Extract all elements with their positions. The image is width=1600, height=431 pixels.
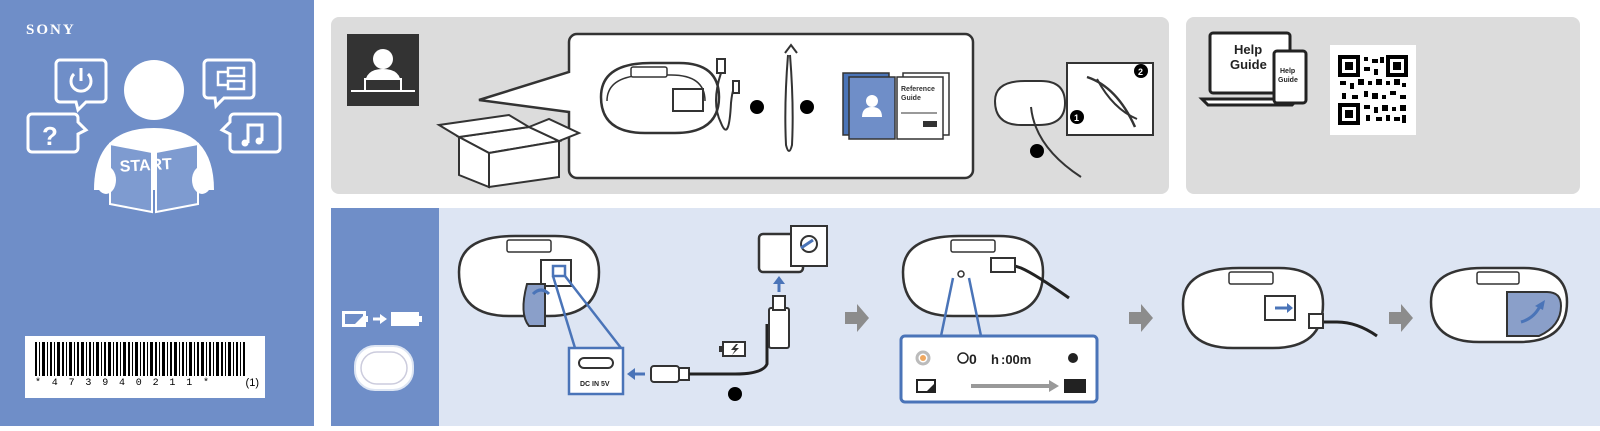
strap-icon	[784, 43, 798, 152]
speaker-cover-close-illustration	[1429, 266, 1569, 344]
phone-guide-label: Guide	[1278, 77, 1298, 84]
usb-cable-icon	[715, 58, 740, 131]
arrow-right-icon	[373, 314, 387, 324]
cable-icon	[202, 58, 256, 110]
timer-minutes: :00m	[1001, 352, 1031, 367]
timer-hours: h	[991, 352, 999, 367]
help-guide-panel: Help Guide Help Guide	[1186, 17, 1580, 194]
barcode-bars	[35, 342, 245, 376]
ac-adapter-icon	[757, 225, 828, 274]
charging-summary	[331, 208, 439, 426]
speaker-icon	[457, 234, 601, 327]
qr-code-icon[interactable]	[1330, 45, 1416, 135]
brand-logo: SONY	[26, 22, 76, 38]
box-icon	[436, 113, 582, 189]
arrow-right-icon	[1129, 304, 1153, 332]
phone-icon[interactable]: Help Guide	[1272, 49, 1308, 105]
startup-guide-icon	[842, 72, 896, 140]
barcode-label: * 4 7 3 9 4 0 2 1 1 * (1)	[25, 336, 265, 398]
charging-summary-illustration	[342, 311, 422, 391]
laptop-help-label: Help	[1234, 42, 1262, 57]
book-start-label: START	[119, 156, 172, 176]
speaker-unplug-illustration	[1181, 266, 1378, 350]
reference-guide-icon: Reference Guide	[896, 72, 950, 140]
battery-full-icon	[391, 312, 422, 326]
start-illustration: ? START	[26, 58, 282, 214]
charging-illustration: DC IN 5V	[457, 225, 1569, 404]
barcode-digits: * 4 7 3 9 4 0 2 1 1 *	[35, 378, 212, 389]
strap-attach-illustration: 1 2	[993, 62, 1154, 178]
arrow-right-icon	[845, 304, 869, 332]
help-guide-illustration: Help Guide Help Guide	[1198, 31, 1416, 135]
barcode-revision: (1)	[245, 377, 259, 389]
question-icon: ?	[26, 112, 89, 154]
battery-full-icon	[1064, 379, 1086, 393]
speaker-icon	[599, 61, 721, 135]
start-panel: SONY ? START	[0, 0, 314, 426]
reference-guide-line1: Reference	[901, 86, 935, 93]
speaker-charging-illustration: 0 h :00m	[899, 234, 1099, 404]
dc-in-port: DC IN 5V	[567, 346, 625, 396]
usb-plug-icon	[768, 295, 790, 349]
charging-panel: DC IN 5V	[331, 208, 1600, 426]
power-icon	[54, 58, 108, 113]
unpacking-icon	[347, 34, 419, 106]
bullet-dot	[750, 100, 764, 114]
charging-icon	[719, 341, 746, 357]
arrow-right-icon	[1389, 304, 1413, 332]
bullet-dot-2	[800, 100, 814, 114]
music-note-icon	[219, 112, 282, 154]
phone-help-label: Help	[1280, 68, 1295, 75]
speaker-top-view-icon	[354, 345, 414, 391]
strap-step-2: 2	[1138, 67, 1143, 77]
timer-prefix: 0	[969, 351, 977, 367]
dc-in-label: DC IN 5V	[580, 381, 610, 388]
strap-step-1: 1	[1074, 113, 1079, 123]
package-contents-illustration: Reference Guide 1 2	[347, 32, 1154, 189]
laptop-guide-label: Guide	[1230, 57, 1267, 72]
battery-low-icon	[342, 311, 368, 327]
help-question-mark: ?	[42, 121, 58, 151]
package-contents-panel: Reference Guide 1 2	[331, 17, 1169, 194]
reference-guide-line2: Guide	[901, 95, 921, 102]
usb-cable-icon	[650, 324, 769, 401]
